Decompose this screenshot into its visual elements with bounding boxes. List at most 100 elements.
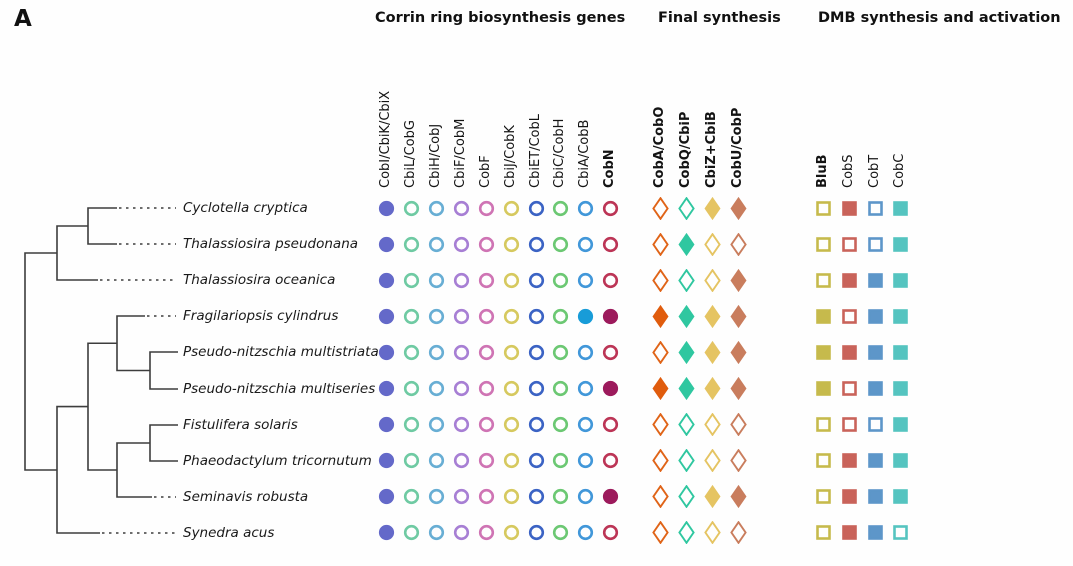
square-marker (841, 272, 857, 288)
circle-marker (403, 236, 419, 252)
square-marker (815, 200, 831, 216)
circle-marker (428, 344, 444, 360)
square-marker (867, 525, 883, 541)
circle-marker (602, 200, 618, 216)
diamond-marker (703, 449, 721, 473)
phylogenetic-tree (24, 207, 178, 534)
diamond-marker (729, 377, 747, 400)
gene-column-label: CobF (478, 155, 493, 188)
circle-marker (577, 380, 593, 397)
circle-marker (428, 308, 444, 324)
circle-marker (478, 308, 494, 324)
diamond-marker (677, 340, 695, 364)
circle-marker (403, 344, 419, 360)
gene-column-label: CobC (892, 153, 907, 188)
square-marker (815, 381, 831, 396)
square-marker (867, 381, 883, 396)
circle-marker (478, 236, 494, 252)
square-marker (841, 200, 857, 216)
diamond-marker (729, 485, 747, 509)
gene-column-label: CobS (841, 154, 856, 188)
circle-marker (503, 200, 519, 216)
species-label: Seminavis robusta (183, 488, 309, 505)
diamond-marker (729, 268, 747, 292)
species-label: Cyclotella cryptica (183, 200, 308, 216)
square-marker (815, 453, 831, 468)
square-marker (892, 417, 908, 432)
circle-marker (403, 272, 419, 288)
circle-marker (453, 489, 469, 505)
circle-marker (577, 200, 593, 216)
diamond-marker (729, 413, 747, 437)
square-marker (841, 417, 857, 432)
circle-marker (453, 308, 469, 324)
square-marker (867, 200, 883, 216)
gene-column-label: CobU/CobP (730, 107, 745, 188)
circle-marker (503, 344, 519, 360)
circle-marker (528, 380, 544, 397)
species-label: Thalassiosira pseudonana (183, 236, 359, 253)
circle-marker (602, 308, 618, 324)
square-marker (841, 525, 857, 541)
tree-leaf-dashed-extensions (100, 207, 176, 534)
species-label: Synedra acus (183, 524, 275, 541)
diamond-marker (703, 232, 721, 256)
circle-marker (503, 380, 519, 397)
circle-marker (403, 200, 419, 216)
diamond-marker (703, 304, 721, 328)
diamond-marker (703, 413, 721, 437)
circle-marker (453, 236, 469, 252)
species-label: Phaeodactylum tricornutum (183, 452, 372, 469)
circle-marker (552, 344, 568, 360)
diamond-marker (651, 340, 669, 364)
circle-marker (378, 489, 394, 505)
circle-marker (602, 453, 618, 469)
circle-marker (378, 453, 394, 469)
circle-marker (577, 308, 593, 324)
diamond-marker (651, 196, 669, 220)
species-label: Pseudo-nitzschia multistriata (183, 344, 379, 361)
square-marker (892, 200, 908, 216)
circle-marker (428, 272, 444, 288)
diamond-marker (677, 268, 695, 292)
diamond-marker (703, 377, 721, 400)
section-header-dmb-synthesis: DMB synthesis and activation (818, 10, 1061, 26)
circle-marker (577, 272, 593, 288)
circle-marker (378, 272, 394, 288)
circle-marker (428, 489, 444, 505)
circle-marker (453, 525, 469, 541)
circle-marker (378, 308, 394, 324)
square-marker (892, 489, 908, 505)
gene-column-label: CobT (867, 154, 882, 188)
circle-marker (577, 344, 593, 360)
square-marker (815, 308, 831, 324)
species-label: Fragilariopsis cylindrus (183, 308, 339, 325)
square-marker (867, 236, 883, 252)
square-marker (867, 272, 883, 288)
circle-marker (428, 200, 444, 216)
panel-label: A (14, 6, 32, 32)
square-marker (841, 489, 857, 505)
circle-marker (428, 416, 444, 433)
diamond-marker (677, 413, 695, 437)
circle-marker (552, 200, 568, 216)
circle-marker (528, 200, 544, 216)
circle-marker (403, 489, 419, 505)
circle-marker (378, 525, 394, 541)
circle-marker (528, 344, 544, 360)
circle-marker (577, 489, 593, 505)
diamond-marker (677, 304, 695, 328)
species-label: Fistulifera solaris (183, 416, 298, 433)
circle-marker (378, 380, 394, 397)
diamond-marker (651, 521, 669, 545)
diamond-marker (729, 232, 747, 256)
circle-marker (478, 416, 494, 433)
circle-marker (403, 380, 419, 397)
diamond-marker (703, 485, 721, 509)
section-header-corrin-ring: Corrin ring biosynthesis genes (375, 10, 626, 26)
circle-marker (602, 380, 618, 397)
square-marker (841, 236, 857, 252)
circle-marker (577, 525, 593, 541)
circle-marker (428, 525, 444, 541)
